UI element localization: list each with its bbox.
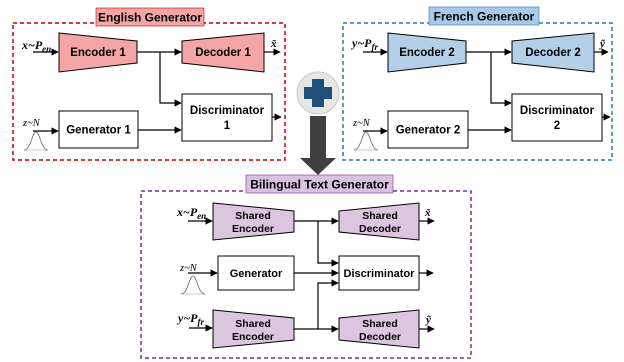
french-output-label: ỹ	[598, 38, 606, 50]
generator-1-label: Generator 1	[66, 125, 131, 137]
shared-decoder-bottom-block	[338, 309, 420, 349]
gaussian-icon	[353, 131, 379, 151]
shared-encoder-top-block	[212, 202, 295, 241]
discriminator-2-label-line1: Discriminator	[520, 105, 595, 117]
discriminator-1-block	[181, 93, 273, 142]
bilingual-title: Bilingual Text Generator	[250, 178, 389, 192]
french-title-box	[428, 6, 540, 26]
plus-icon-horizontal	[304, 87, 332, 99]
english-title-box	[95, 7, 205, 27]
bilingual-title-box	[245, 174, 394, 194]
shared-decoder-top-block	[338, 202, 420, 241]
bilingual-input-y-label: y~Pfr	[176, 311, 204, 327]
encoder-1-block	[58, 32, 138, 73]
shared-encoder-top-line2: Encoder	[232, 223, 274, 235]
shared-decoder-top-line2: Decoder	[359, 223, 401, 235]
bilingual-discriminator-label: Discriminator	[344, 268, 416, 280]
english-noise-label: z~N	[22, 118, 41, 129]
encoder-2-label: Encoder 2	[399, 47, 455, 59]
encoder2-to-discriminator2-arrow	[490, 52, 512, 107]
bilingual-noise-label: z~N	[179, 263, 198, 274]
discriminator-1-label-line2: 1	[224, 120, 231, 132]
decoder-2-block	[511, 32, 595, 73]
discriminator-2-label-line2: 2	[554, 120, 560, 132]
english-input-label: x~Pen	[21, 38, 51, 54]
discriminator-1-label-line1: Discriminator	[190, 105, 265, 117]
decoder-1-label: Decoder 1	[195, 47, 251, 59]
discriminator-2-block	[511, 93, 603, 142]
shared-decoder-bottom-line1: Shared	[362, 318, 398, 330]
gaussian-icon	[180, 275, 206, 295]
english-output-label: x̃	[270, 38, 277, 50]
french-noise-label: z~N	[352, 118, 371, 129]
combine-section	[296, 71, 340, 175]
bilingual-output-y-label: ỹ	[424, 314, 432, 326]
shared-encoder-top-line1: Shared	[235, 210, 271, 222]
encoder1-to-discriminator1-arrow	[159, 52, 182, 107]
english-generator-panel: English Generator x~Pen Encoder 1 Decode…	[12, 7, 286, 161]
encoder-1-label: Encoder 1	[70, 47, 126, 59]
decoder-1-block	[181, 32, 265, 73]
shared-encoder-bottom-block	[212, 309, 295, 349]
generator-2-label: Generator 2	[396, 125, 461, 137]
bilingual-generator-panel: Bilingual Text Generator x~Pen Shared En…	[140, 174, 472, 359]
bilingual-output-x-label: x̃	[424, 207, 431, 219]
english-title: English Generator	[98, 11, 202, 25]
shared-encoder-bottom-line1: Shared	[235, 318, 271, 330]
generator-2-block	[387, 110, 469, 149]
bilingual-input-x-label: x~Pen	[176, 205, 206, 221]
bilingual-discriminator-block	[338, 255, 420, 291]
bottom-encoder-to-discriminator-arrow	[317, 279, 339, 329]
top-encoder-to-discriminator-arrow	[317, 221, 339, 267]
french-generator-panel: French Generator y~Pfr Encoder 2 Decoder…	[342, 6, 613, 161]
encoder-2-block	[387, 32, 467, 73]
shared-decoder-top-line1: Shared	[362, 210, 398, 222]
french-title: French Generator	[434, 10, 535, 24]
shared-encoder-bottom-line2: Encoder	[232, 331, 274, 343]
bilingual-generator-label: Generator	[230, 268, 283, 280]
shared-decoder-bottom-line2: Decoder	[359, 331, 401, 343]
generator-1-block	[58, 110, 139, 149]
decoder-2-label: Decoder 2	[525, 47, 581, 59]
french-input-label: y~Pfr	[350, 36, 378, 52]
down-arrow-icon	[300, 116, 336, 175]
gaussian-icon	[23, 131, 49, 151]
bilingual-generator-block	[217, 255, 295, 291]
